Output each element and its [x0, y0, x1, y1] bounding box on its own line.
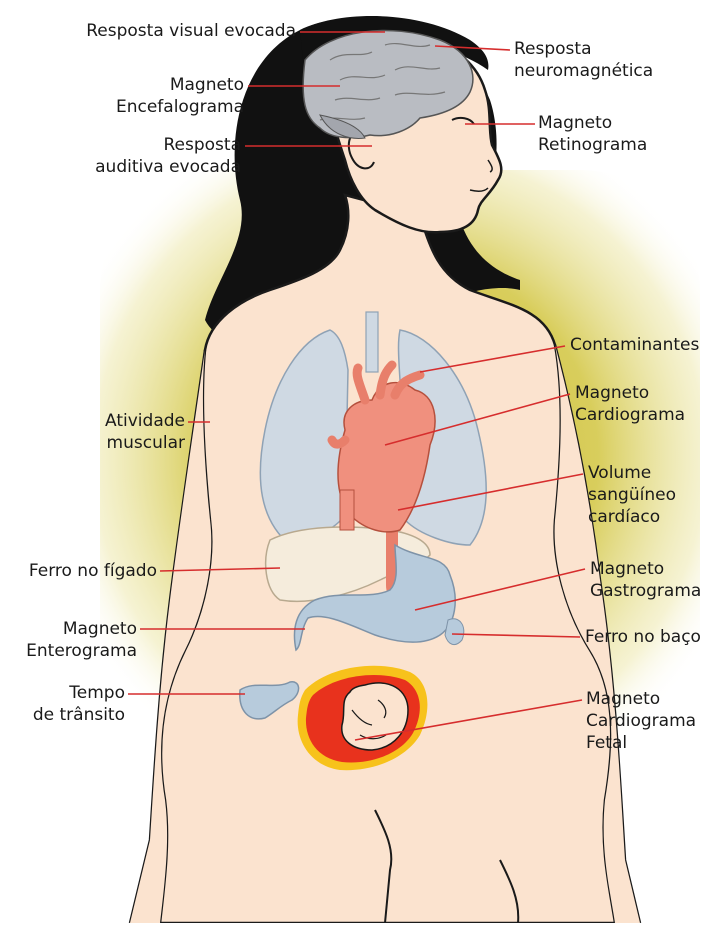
label-resposta-neuromagnetica: Resposta neuromagnética	[514, 38, 653, 82]
label-resposta-visual-evocada: Resposta visual evocada	[60, 20, 296, 42]
label-resposta-auditiva-evocada: Resposta auditiva evocada	[60, 134, 241, 178]
label-tempo-de-transito: Tempo de trânsito	[0, 682, 125, 726]
vena-cava	[340, 490, 354, 530]
label-magneto-encefalograma: Magneto Encefalograma	[80, 74, 244, 118]
label-magneto-cardiograma: Magneto Cardiograma	[575, 382, 685, 426]
label-ferro-no-figado: Ferro no fígado	[0, 560, 157, 582]
trachea	[366, 312, 378, 372]
label-atividade-muscular: Atividade muscular	[40, 410, 185, 454]
label-volume-sanguineo-cardiaco: Volume sangüíneo cardíaco	[588, 462, 676, 528]
label-contaminantes: Contaminantes	[570, 334, 699, 356]
spleen	[445, 619, 464, 645]
label-ferro-no-baco: Ferro no baço	[585, 626, 701, 648]
label-magneto-gastrograma: Magneto Gastrograma	[590, 558, 701, 602]
label-magneto-enterograma: Magneto Enterograma	[0, 618, 137, 662]
label-magneto-cardiograma-fetal: Magneto Cardiograma Fetal	[586, 688, 696, 754]
label-magneto-retinograma: Magneto Retinograma	[538, 112, 647, 156]
